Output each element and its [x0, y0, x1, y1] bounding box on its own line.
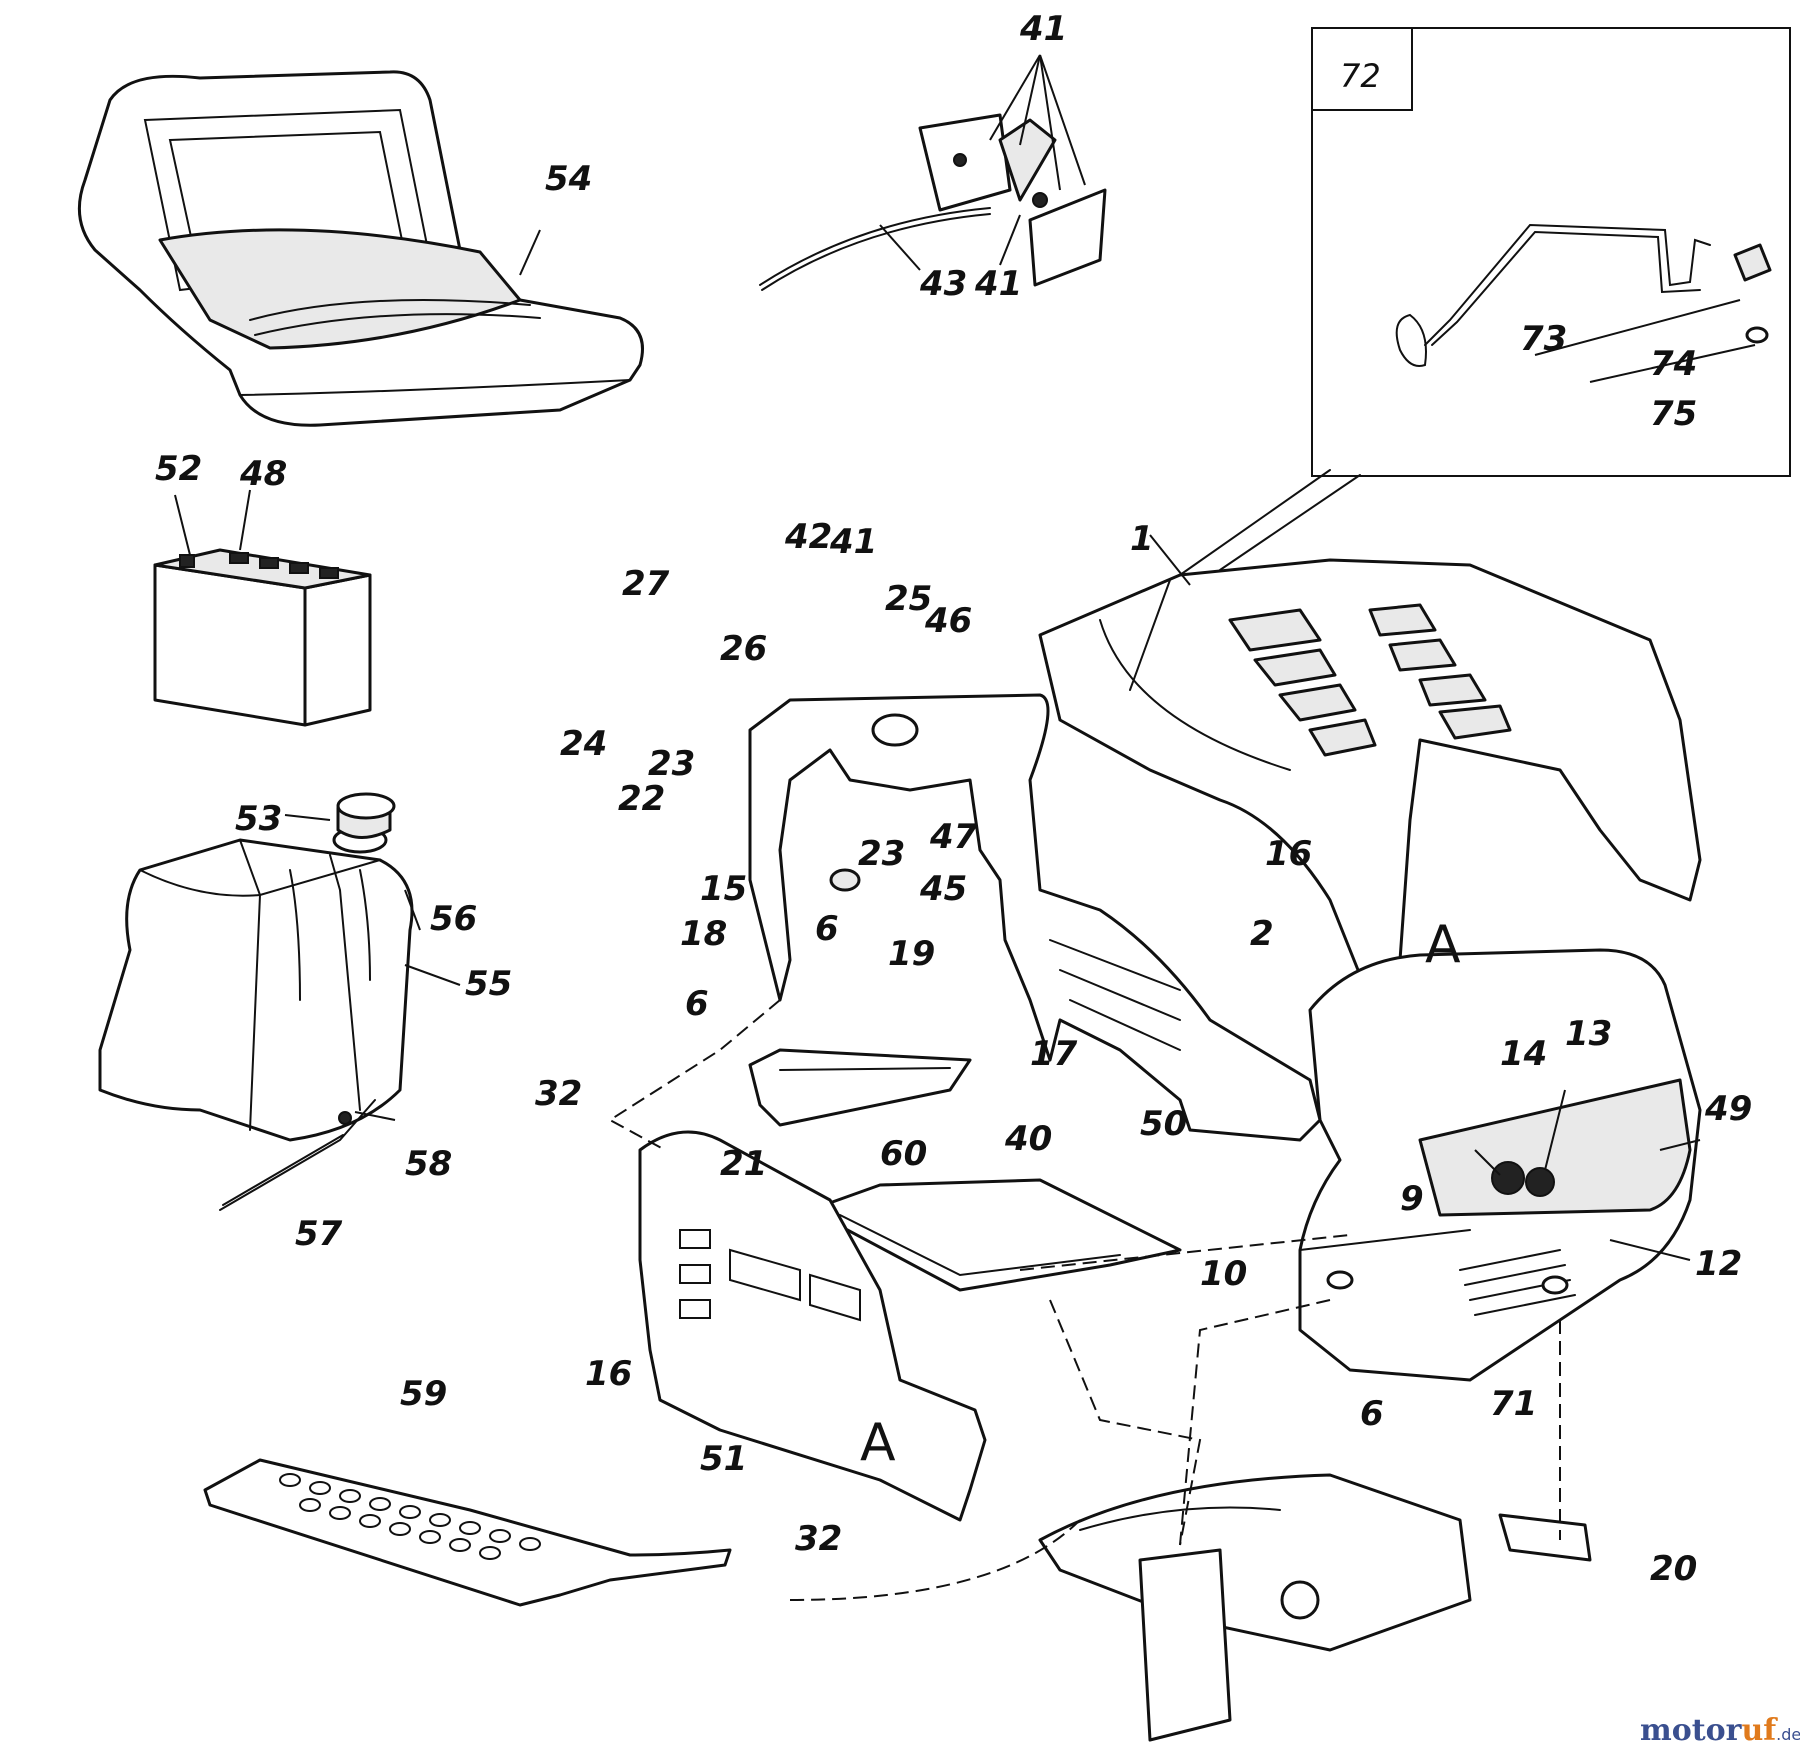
- label-56: 56: [430, 899, 477, 939]
- label-14: 14: [1500, 1034, 1547, 1074]
- label-40: 40: [1004, 1119, 1052, 1159]
- chassis-frame: [1038, 1473, 1592, 1742]
- label-19: 19: [888, 934, 935, 974]
- seat: [77, 70, 644, 427]
- label-23-b: 23: [858, 834, 905, 874]
- label-45: 45: [919, 869, 967, 909]
- label-15: 15: [700, 869, 747, 909]
- label-75: 75: [1650, 394, 1697, 434]
- label-12: 12: [1695, 1244, 1742, 1284]
- label-32-top: 32: [535, 1074, 582, 1114]
- label-21: 21: [720, 1144, 767, 1184]
- label-51: 51: [700, 1439, 747, 1479]
- seat-bracket: [748, 1048, 972, 1127]
- label-53: 53: [235, 799, 282, 839]
- label-55: 55: [465, 964, 512, 1004]
- label-16-left: 16: [585, 1354, 632, 1394]
- ref-a-hood: A: [1425, 915, 1461, 975]
- throttle-lever: [759, 113, 1107, 291]
- label-41-top: 41: [1019, 9, 1067, 49]
- dashboard-panel: [748, 693, 1322, 1142]
- svg-text:motoruf.de: motoruf.de: [1640, 1713, 1800, 1748]
- ref-a-panel: A: [860, 1413, 896, 1473]
- label-26: 26: [720, 629, 767, 669]
- watermark: motoruf.de: [1640, 1713, 1800, 1748]
- label-27: 27: [622, 564, 670, 604]
- leader-lines: [174, 54, 1756, 1261]
- label-6-a: 6: [815, 909, 839, 949]
- label-46: 46: [924, 601, 972, 641]
- label-20: 20: [1650, 1549, 1697, 1589]
- label-49: 49: [1704, 1089, 1752, 1129]
- label-22: 22: [618, 779, 665, 819]
- label-17: 17: [1030, 1034, 1078, 1074]
- label-25: 25: [885, 579, 932, 619]
- label-23-a: 23: [648, 744, 695, 784]
- part-number-labels: 54 52 48 53 56 55 58 57 59 41 43 41 72 7…: [155, 9, 1752, 1589]
- fuel-tank: [98, 792, 414, 1142]
- label-57: 57: [295, 1214, 343, 1254]
- foot-plate: [203, 1458, 732, 1607]
- label-41-mid: 41: [974, 264, 1022, 304]
- label-41-low: 41: [829, 522, 877, 562]
- label-13: 13: [1565, 1014, 1612, 1054]
- label-74: 74: [1650, 344, 1697, 384]
- label-16-right: 16: [1265, 834, 1312, 874]
- label-50: 50: [1140, 1104, 1187, 1144]
- label-6-c: 6: [1360, 1394, 1384, 1434]
- label-32-bottom: 32: [795, 1519, 842, 1559]
- label-24: 24: [560, 724, 607, 764]
- label-43: 43: [919, 264, 967, 304]
- inset-box: [1311, 27, 1791, 477]
- label-18: 18: [680, 914, 727, 954]
- label-54: 54: [545, 159, 592, 199]
- label-6-b: 6: [685, 984, 709, 1024]
- battery: [153, 548, 372, 727]
- label-10: 10: [1200, 1254, 1247, 1294]
- side-panel: [638, 1130, 987, 1522]
- label-42: 42: [784, 517, 832, 557]
- hood: [1038, 469, 1702, 982]
- grille-housing: [1298, 948, 1702, 1382]
- label-1: 1: [1130, 519, 1154, 559]
- label-59: 59: [400, 1374, 447, 1414]
- label-48: 48: [239, 454, 287, 494]
- label-52: 52: [155, 449, 202, 489]
- label-9: 9: [1400, 1179, 1424, 1219]
- label-71: 71: [1490, 1384, 1537, 1424]
- label-60: 60: [880, 1134, 927, 1174]
- hose-clamp: [338, 1111, 352, 1125]
- label-72: 72: [1340, 57, 1381, 95]
- assembly-lines: [608, 999, 1561, 1601]
- label-47: 47: [929, 817, 978, 857]
- label-73: 73: [1520, 319, 1567, 359]
- label-2: 2: [1250, 914, 1274, 954]
- label-58: 58: [405, 1144, 452, 1184]
